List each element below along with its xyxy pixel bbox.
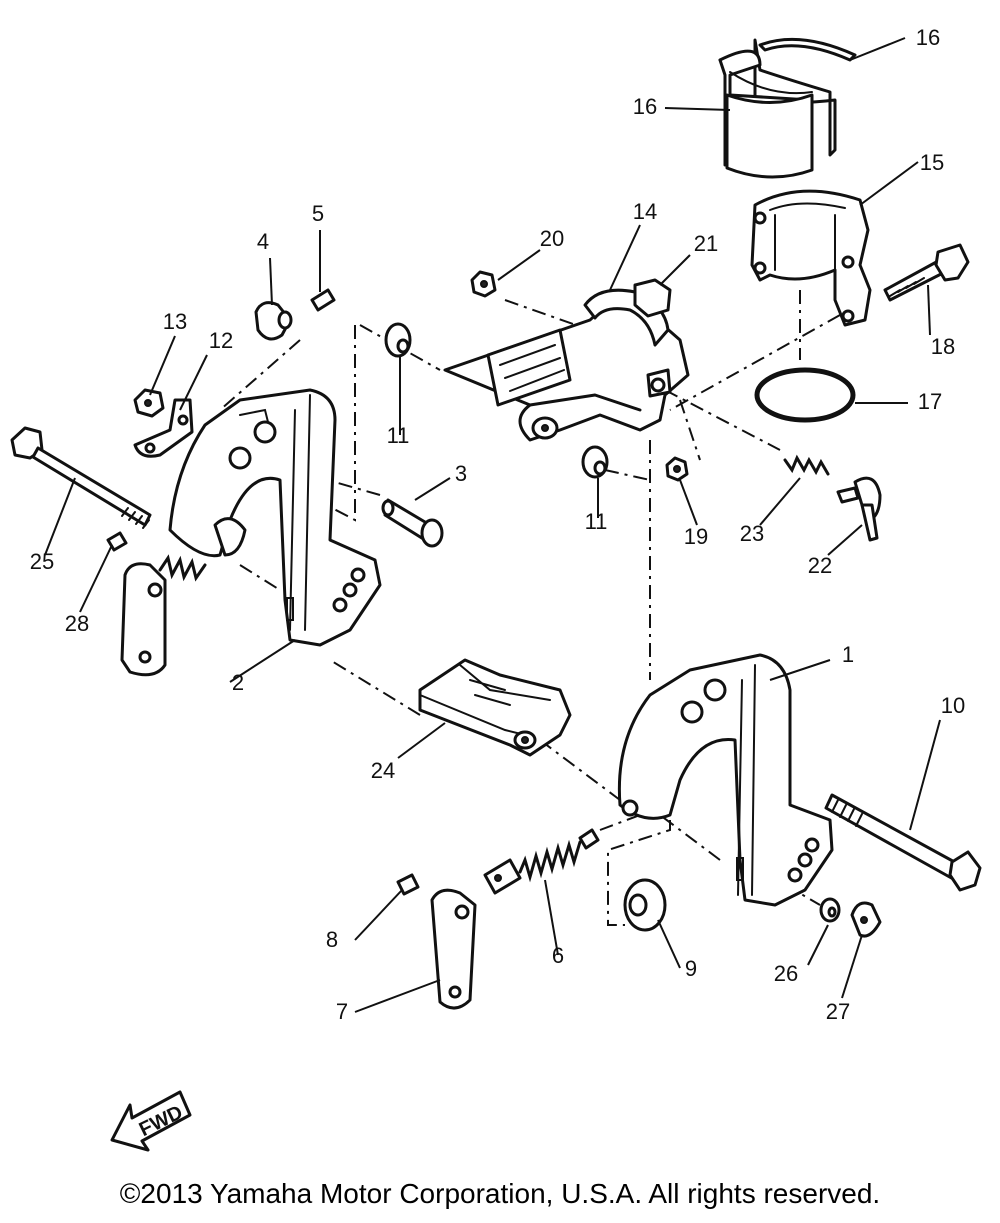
part-14-swivel-bracket: [443, 288, 690, 442]
part-19-nut: [665, 456, 689, 482]
callout-28: 28: [65, 611, 89, 636]
part-11-washer-upper: [384, 322, 412, 358]
part-22-wing-bolt: [836, 476, 882, 542]
part-25-bolt: [10, 426, 152, 529]
part-17-o-ring: [754, 367, 856, 423]
callout-19: 19: [684, 524, 708, 549]
callout-14: 14: [633, 199, 657, 224]
callout-15: 15: [920, 150, 944, 175]
part-12-bracket: [133, 398, 194, 458]
part-3-pin: [381, 498, 444, 548]
part-26-washer: [819, 897, 841, 923]
part-24-thrust-block: [418, 658, 572, 757]
callout-3: 3: [455, 461, 467, 486]
callout-11a: 11: [387, 423, 410, 448]
fwd-arrow-icon: FWD: [110, 1090, 192, 1152]
callout-8: 8: [326, 927, 338, 952]
part-5-pin: [310, 288, 336, 312]
part-7-handle: [430, 888, 477, 1010]
callout-1: 1: [842, 642, 854, 667]
callout-11b: 11: [585, 509, 608, 534]
callout-6: 6: [552, 943, 564, 968]
part-16-bushing-lower: [718, 49, 814, 179]
part-13-nut: [133, 388, 165, 418]
part-1-stern-bracket: [617, 653, 834, 907]
callout-26: 26: [774, 961, 798, 986]
copyright-notice: ©2013 Yamaha Motor Corporation, U.S.A. A…: [119, 1178, 881, 1209]
part-9-pad: [623, 878, 667, 932]
callout-27: 27: [826, 999, 850, 1024]
part-2-clamp-handle: [120, 562, 167, 677]
part-4-bushing: [254, 301, 293, 341]
part-2-stern-bracket: [158, 388, 382, 647]
callout-23: 23: [740, 521, 764, 546]
callout-24: 24: [371, 758, 395, 783]
part-15-clamp: [750, 189, 872, 327]
part-20-nut: [470, 270, 497, 298]
callout-13: 13: [163, 309, 187, 334]
callout-22: 22: [808, 553, 832, 578]
callout-16b: 16: [633, 94, 657, 119]
callout-4: 4: [257, 229, 269, 254]
leader-lines: [44, 37, 941, 1013]
callout-2: 2: [232, 670, 244, 695]
callout-20: 20: [540, 226, 564, 251]
part-10-bolt: [824, 793, 982, 892]
callout-17: 17: [918, 389, 942, 414]
part-21-cap: [633, 278, 672, 318]
part-27-wing-nut: [850, 901, 882, 938]
callout-25: 25: [30, 549, 54, 574]
callout-5: 5: [312, 201, 324, 226]
callout-18: 18: [931, 334, 955, 359]
callout-21: 21: [694, 231, 718, 256]
part-18-bolt: [883, 243, 970, 302]
callout-10: 10: [941, 693, 965, 718]
part-11-washer-lower: [581, 445, 609, 479]
part-6-clamp-screw: [483, 828, 600, 895]
callout-12: 12: [209, 328, 233, 353]
part-23-spring: [783, 454, 830, 476]
callout-16a: 16: [916, 25, 940, 50]
callout-7: 7: [336, 999, 348, 1024]
callout-9: 9: [685, 956, 697, 981]
callout-labels: 1 2 3 4 5 6 7 8 9 10 11 11 12 13 14 15 1…: [30, 25, 965, 1024]
